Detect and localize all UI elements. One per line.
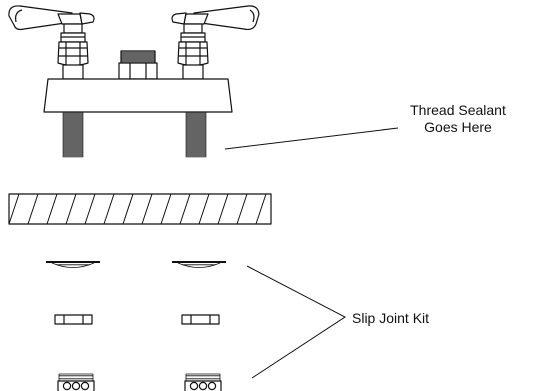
right-threaded-shank [185,111,207,158]
thread-sealant-tape [8,193,272,225]
right-slip-washer [172,261,226,268]
spout-outlet [118,50,158,80]
right-faucet-handle [171,5,260,80]
faucet-body [43,78,233,113]
left-faucet-handle [8,5,95,80]
left-threaded-shank [62,111,84,158]
slip-joint-kit-label: Slip Joint Kit [352,310,482,327]
slip-joint-kit-label-text: Slip Joint Kit [352,310,430,326]
thread-sealant-leader-line [224,127,399,150]
slip-joint-leader-lines [246,265,346,379]
right-coupling-nut [184,373,222,391]
right-slip-gasket [181,314,220,325]
thread-sealant-label: Thread Sealant Goes Here [396,102,520,136]
left-coupling-nut [57,373,95,391]
thread-sealant-label-line1: Thread Sealant [410,102,506,118]
left-slip-gasket [54,314,93,325]
thread-sealant-label-line2: Goes Here [424,119,492,135]
left-slip-washer [46,261,100,268]
